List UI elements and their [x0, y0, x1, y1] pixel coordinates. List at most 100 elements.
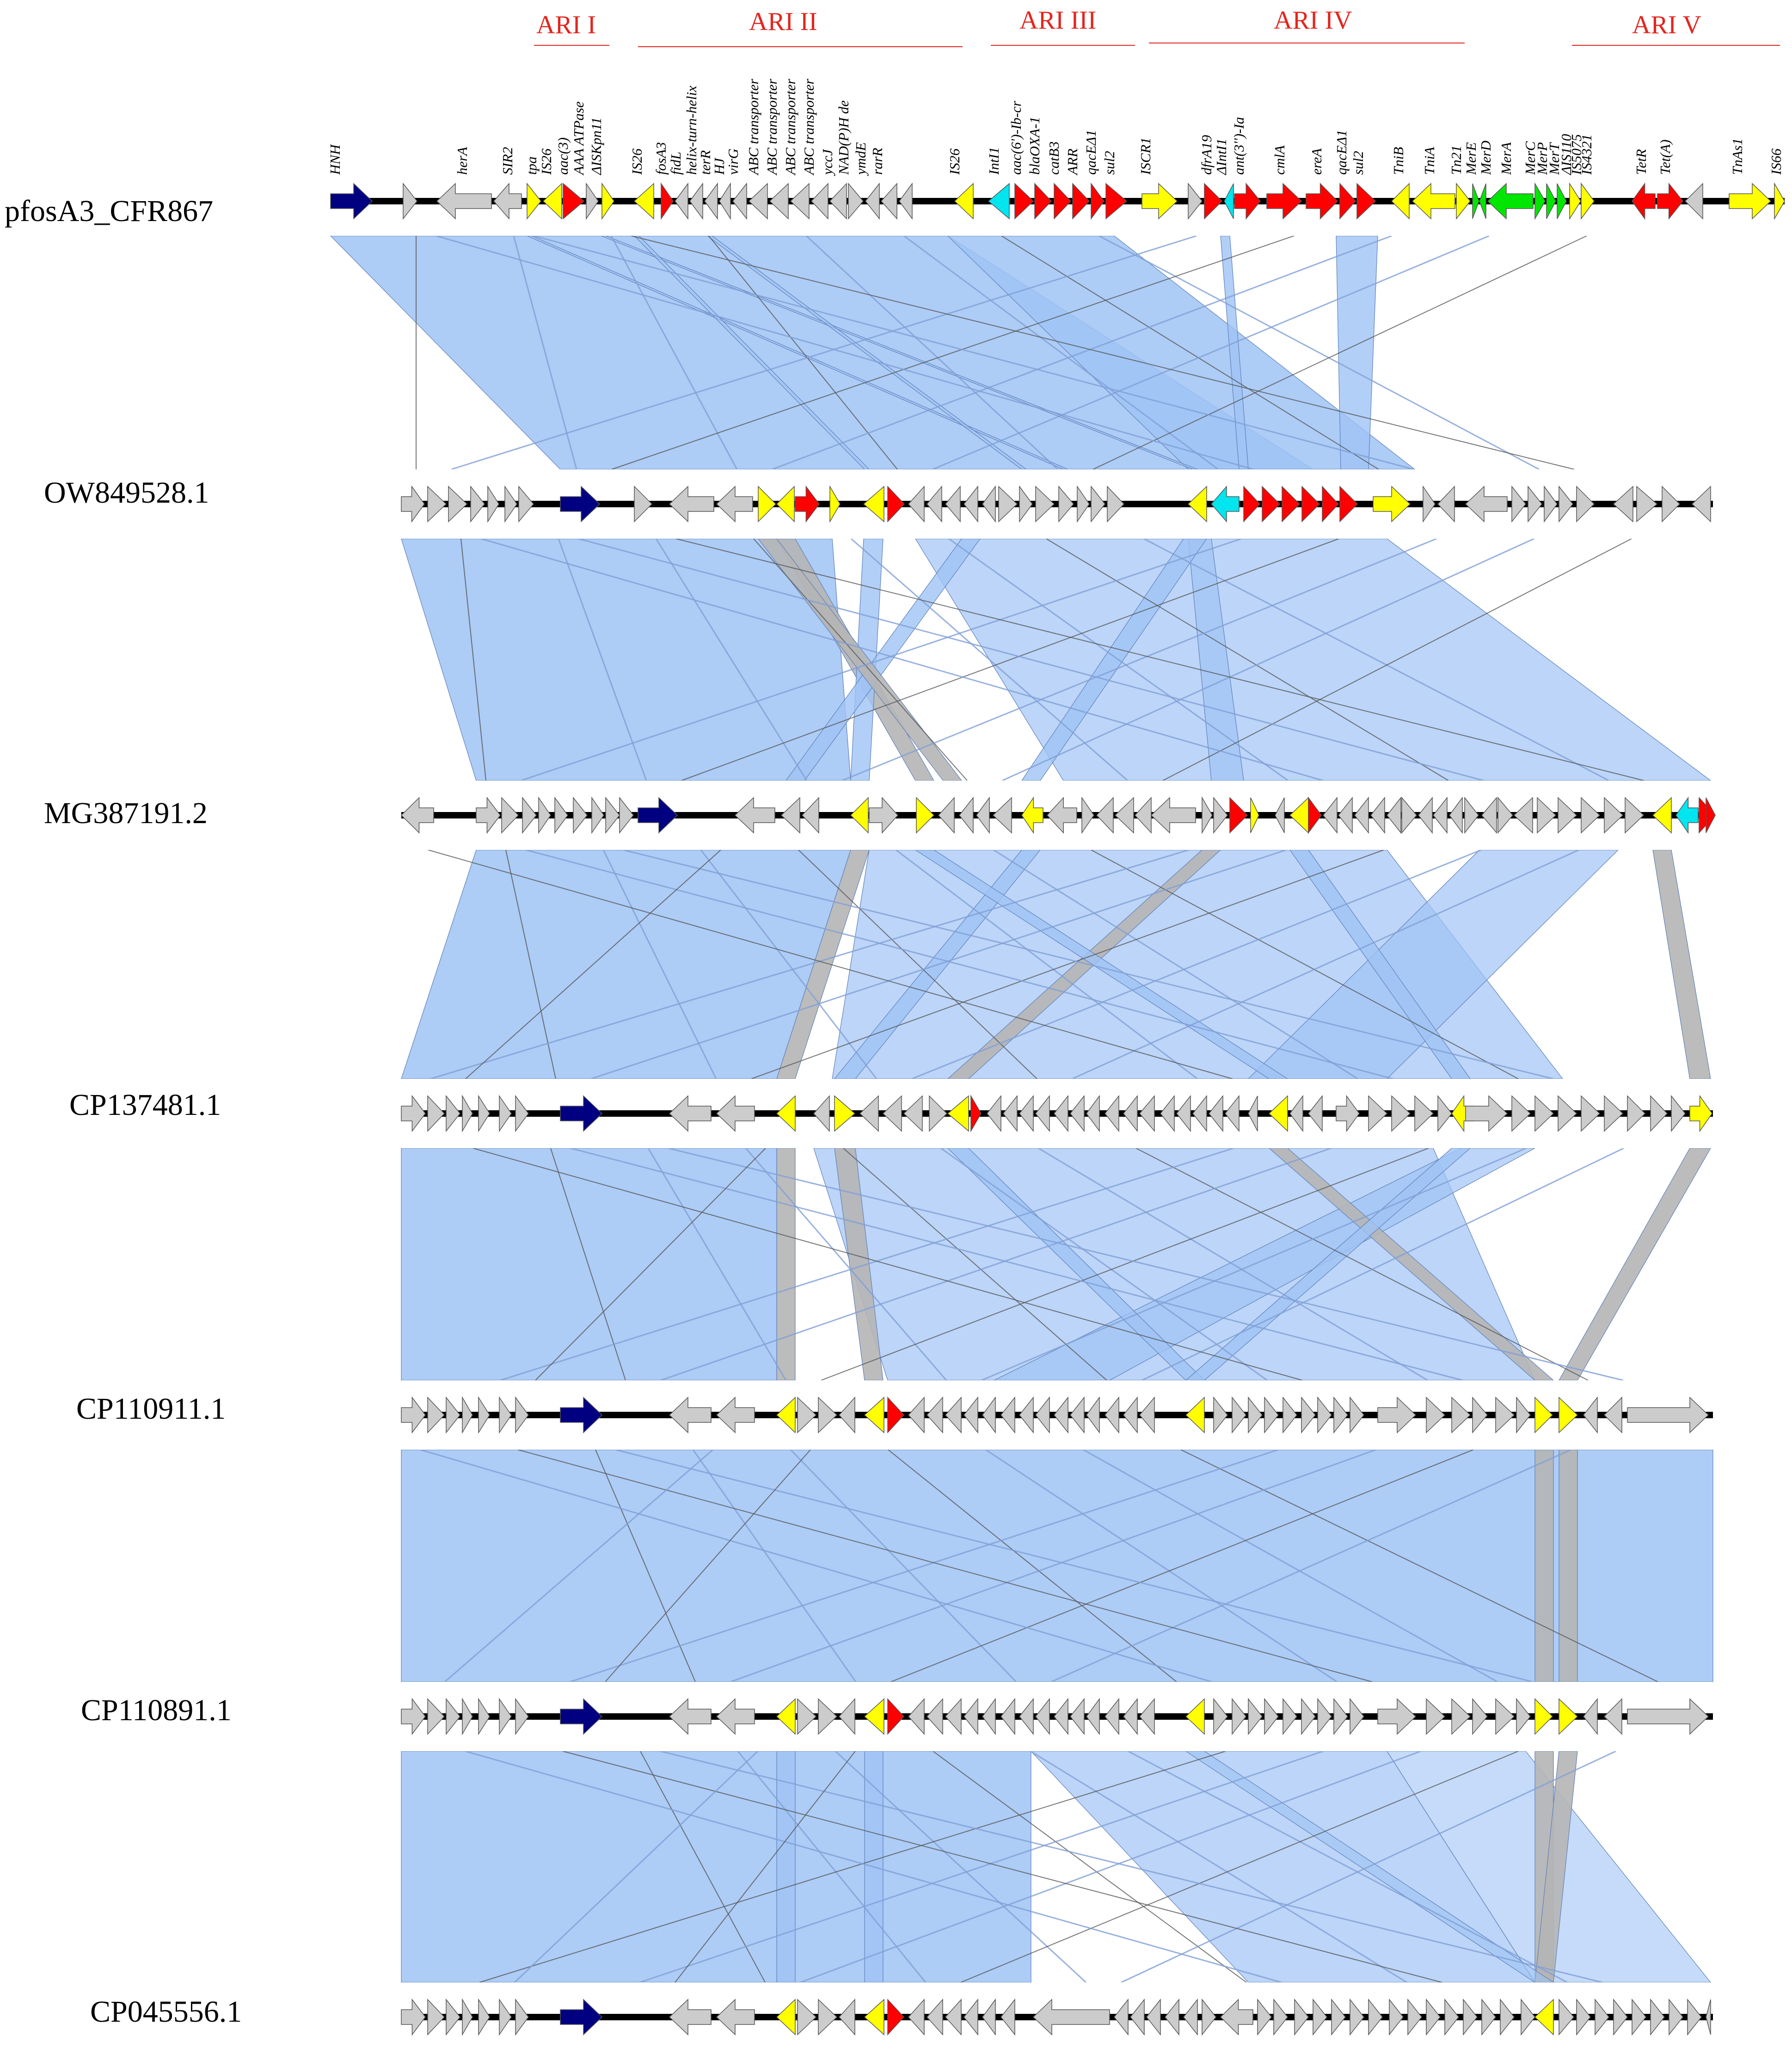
gene-arrow [864, 1397, 884, 1434]
gene-label: ereA [1308, 148, 1325, 175]
gene-arrow [1472, 1698, 1488, 1735]
gene-arrow [1150, 797, 1196, 834]
homology-link-line [851, 538, 1128, 781]
homology-link-line [800, 1750, 1421, 1983]
gene-arrow [1165, 1998, 1179, 2036]
gene-arrow [899, 182, 913, 220]
gene-arrow [1019, 1396, 1034, 1434]
gene-label: MerD [1478, 141, 1494, 175]
gene-arrow [1377, 1698, 1417, 1735]
labels-layer: pfosA3_CFR867 OW849528.1 MG387191.2 CP13… [5, 6, 1701, 2029]
gene-arrow [1613, 1998, 1628, 2036]
homology-link-line [451, 235, 1197, 470]
track-label-mg387191: MG387191.2 [44, 796, 208, 830]
homology-link-line [751, 849, 1384, 1079]
gene-arrow [1534, 1999, 1554, 2036]
gene-arrow [1521, 1998, 1535, 2036]
gene-arrow [527, 182, 541, 220]
homology-link-line [655, 538, 808, 781]
homology-link [1534, 1449, 1554, 1682]
gene-arrow [542, 183, 562, 220]
gene-arrow [1123, 1698, 1138, 1735]
gene-arrow [501, 797, 519, 834]
gene-arrow [829, 485, 841, 523]
gene-arrow [1294, 1998, 1309, 2036]
gene-arrow [987, 1095, 1001, 1132]
gene-arrow [1706, 797, 1716, 833]
homology-link-line [623, 849, 1554, 1080]
gene-arrow [1636, 486, 1658, 523]
gene-arrow [863, 486, 884, 523]
gene-arrow [427, 1999, 445, 2036]
gene-arrow [1576, 486, 1595, 523]
gene-arrow [776, 1397, 796, 1434]
gene-label: AAA ATPase [571, 101, 587, 176]
homology-link-line [1030, 1750, 1407, 1983]
gene-arrow [1283, 1698, 1297, 1735]
gene-arrow [982, 485, 996, 523]
gene-arrow [1019, 485, 1033, 523]
homology-link-line [1002, 538, 1534, 781]
gene-label: IS66 [1768, 148, 1784, 175]
gene-arrow [1054, 1698, 1068, 1735]
gene-arrow [926, 1999, 943, 2036]
gene-arrow [1497, 796, 1513, 834]
gene-arrow [669, 1999, 712, 2036]
gene-arrow [1220, 1999, 1253, 2036]
gene-arrow [1534, 1397, 1553, 1434]
gene-arrow [1035, 486, 1055, 523]
homology-link-line [948, 538, 1289, 781]
region-lines-layer [534, 43, 1780, 47]
gene-arrow [1423, 485, 1436, 523]
gene-arrow [1500, 1998, 1515, 2036]
gene-arrow [515, 1698, 529, 1735]
gene-arrow [1391, 1095, 1411, 1132]
gene-arrow [1534, 182, 1546, 220]
gene-arrow [499, 1698, 512, 1735]
homology-link-line [890, 1449, 1474, 1682]
homology-link-line [668, 1147, 1624, 1381]
gene-arrow [1139, 1698, 1155, 1735]
gene-arrow [970, 1095, 982, 1132]
gene-arrow [401, 1698, 426, 1735]
gene-arrow [1463, 1998, 1478, 2036]
gene-arrow [748, 183, 768, 220]
gene-arrow [780, 797, 800, 834]
gene-arrow [560, 1095, 603, 1132]
track-label-ow849528: OW849528.1 [44, 476, 209, 510]
gene-arrow [1072, 183, 1090, 220]
homology-link-line [1038, 1147, 1428, 1381]
homology-link-line [1128, 1750, 1568, 1983]
homology-link-line [660, 1750, 1603, 1983]
gene-arrow [1306, 183, 1338, 220]
gene-arrow [1000, 1998, 1015, 2036]
homology-link [1652, 849, 1711, 1079]
homology-link-line [841, 538, 1437, 781]
homology-link-line [479, 1751, 1226, 1983]
gene-arrow [1091, 182, 1105, 220]
gene-arrow [1377, 1397, 1417, 1434]
gene-arrow [1123, 1095, 1138, 1132]
gene-arrow [1583, 1396, 1598, 1434]
homology-link-line [436, 235, 1254, 470]
gene-arrow [504, 485, 517, 523]
gene-arrow [1058, 485, 1074, 523]
gene-arrow [1054, 1095, 1068, 1132]
gene-arrow [719, 182, 731, 220]
gene-arrow [1433, 796, 1448, 834]
gene-arrow [1511, 485, 1526, 523]
gene-arrow [1675, 796, 1699, 834]
homology-link-line [1135, 1148, 1589, 1381]
gene-arrow [1356, 183, 1376, 220]
gene-arrow [1248, 1698, 1263, 1735]
homology-link-line [1092, 235, 1587, 470]
homology-link-line [611, 235, 1295, 470]
gene-arrow [515, 1998, 529, 2036]
gene-arrow [1250, 797, 1259, 833]
gene-arrow [1225, 1095, 1240, 1132]
gene-arrow [1323, 796, 1338, 834]
homology-link-line [1141, 1147, 1624, 1381]
homology-link-line [993, 849, 1358, 1080]
gene-arrow [1317, 1698, 1332, 1735]
gene-arrow [661, 182, 674, 220]
